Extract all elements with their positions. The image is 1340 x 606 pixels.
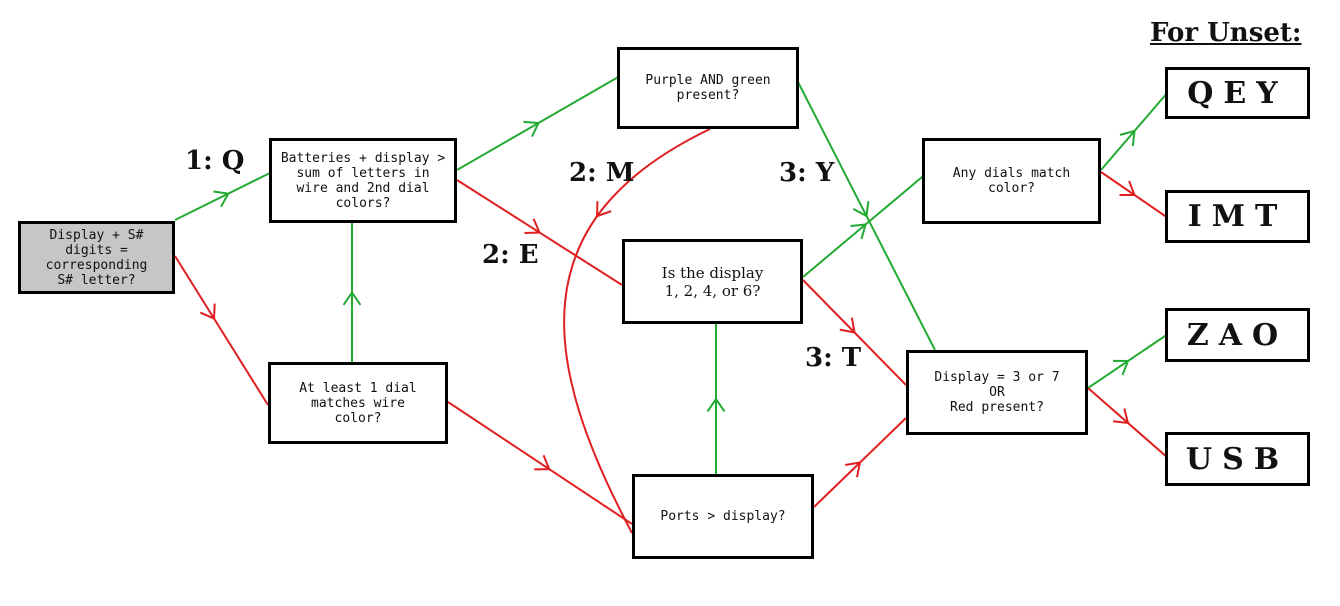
label-3-y: 3: Y (779, 158, 835, 188)
edge-purple-green-to-ports (563, 128, 711, 534)
node-display-37: Display = 3 or 7 OR Red present? (906, 350, 1088, 435)
edge-display-37-to-usb-arrowhead (1112, 408, 1130, 425)
edge-purple-green-to-ports-arrowhead (596, 201, 612, 218)
node-start: Display + S# digits = corresponding S# l… (18, 221, 175, 294)
node-display-1246: Is the display 1, 2, 4, or 6? (622, 239, 803, 324)
node-dials-match: Any dials match color? (922, 138, 1101, 224)
edge-purple-green-to-display-37-arrowhead (852, 200, 870, 218)
edge-batteries-to-display-1246-arrowhead (524, 218, 541, 234)
label-1-q: 1: Q (185, 146, 245, 176)
outputs-heading: For Unset: (1150, 18, 1302, 48)
edge-display-1246-to-dials-match-arrowhead (850, 223, 867, 240)
edge-ports-to-display-37-arrowhead (845, 461, 862, 478)
node-batteries: Batteries + display > sum of letters in … (269, 138, 457, 223)
output-usb: USB (1165, 432, 1310, 486)
node-purple-green: Purple AND green present? (617, 47, 799, 129)
edge-start-to-batteries (174, 171, 273, 221)
edge-dials-match-to-qey-arrowhead (1119, 129, 1136, 147)
edge-display-1246-to-display-37-arrowhead (839, 317, 856, 334)
node-ports: Ports > display? (632, 474, 814, 559)
node-dial-wire: At least 1 dial matches wire color? (268, 362, 448, 444)
edge-ports-to-display-1246-arrowhead (706, 397, 726, 412)
edge-batteries-to-purple-green-arrowhead (523, 120, 541, 137)
edge-start-to-dial-wire (174, 255, 269, 406)
edge-dials-match-to-imt-arrowhead (1119, 180, 1136, 197)
edge-start-to-batteries-arrowhead (213, 190, 230, 208)
edge-dial-wire-to-batteries-arrowhead (342, 290, 362, 306)
edge-display-37-to-zao-arrowhead (1112, 359, 1130, 376)
edge-start-to-dial-wire-arrowhead (199, 303, 216, 321)
label-2-m: 2: M (569, 158, 635, 188)
label-2-e: 2: E (482, 240, 539, 270)
output-imt: IMT (1165, 190, 1310, 243)
label-3-t: 3: T (805, 343, 862, 373)
output-zao: ZAO (1165, 308, 1310, 362)
edge-dial-wire-to-ports-arrowhead (534, 454, 551, 471)
output-qey: QEY (1165, 67, 1310, 119)
edge-dial-wire-to-ports (447, 401, 633, 525)
